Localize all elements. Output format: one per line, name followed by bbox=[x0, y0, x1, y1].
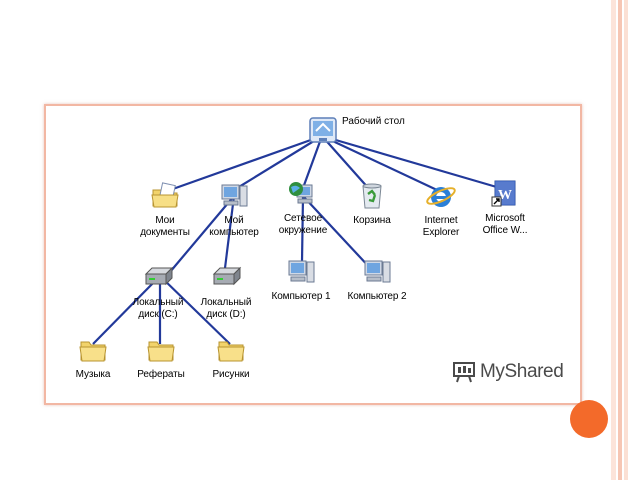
word-shortcut-icon: W bbox=[491, 180, 516, 207]
myshared-watermark: MyShared bbox=[452, 360, 564, 384]
network-icon bbox=[289, 182, 313, 204]
folder-icon bbox=[147, 341, 175, 362]
edge-diskc-music bbox=[92, 275, 161, 345]
edge-mycomputer-diskc bbox=[169, 195, 235, 273]
computer-icon bbox=[221, 184, 248, 207]
node-label: Internet Explorer bbox=[422, 215, 460, 238]
folder-icon bbox=[79, 341, 107, 362]
edge-root-network bbox=[301, 135, 324, 189]
folder-documents-icon bbox=[151, 182, 179, 208]
node-disk-c[interactable]: Локальный диск (C:) bbox=[118, 262, 198, 321]
computer-icon bbox=[364, 260, 391, 283]
node-label: Локальный диск (C:) bbox=[132, 297, 184, 320]
desktop-label: Рабочий стол bbox=[342, 116, 405, 127]
computer-icon bbox=[288, 260, 315, 283]
node-label: Рефераты bbox=[137, 369, 185, 380]
folder-icon bbox=[217, 341, 245, 362]
node-label: Microsoft Office W... bbox=[482, 213, 528, 236]
internet-explorer-icon bbox=[426, 187, 456, 207]
watermark-text: MyShared bbox=[480, 361, 564, 382]
node-label: Компьютер 2 bbox=[347, 291, 407, 302]
slide-accent-dot bbox=[570, 400, 608, 438]
node-label: Компьютер 1 bbox=[271, 291, 331, 302]
node-my-computer[interactable]: Мой компьютер bbox=[194, 180, 274, 239]
hard-disk-icon bbox=[212, 266, 242, 286]
node-label: Локальный диск (D:) bbox=[200, 297, 252, 320]
node-essays[interactable]: Рефераты bbox=[121, 334, 201, 381]
node-label: Музыка bbox=[75, 369, 111, 380]
desktop-icon bbox=[309, 117, 337, 143]
edge-diskc-pictures bbox=[159, 275, 231, 345]
edge-root-mydocs bbox=[169, 134, 323, 192]
edge-network-pc2 bbox=[302, 195, 373, 271]
node-desktop[interactable] bbox=[308, 116, 338, 146]
node-label: Корзина bbox=[353, 215, 391, 226]
node-label: Мои документы bbox=[140, 215, 190, 238]
edge-mycomputer-diskd bbox=[223, 195, 236, 269]
diagram-frame bbox=[44, 104, 582, 405]
edge-network-pc1 bbox=[300, 195, 305, 263]
node-pictures[interactable]: Рисунки bbox=[191, 334, 271, 381]
node-label: Рисунки bbox=[212, 369, 250, 380]
slide-stripe-mid bbox=[618, 0, 622, 480]
node-computer-1[interactable]: Компьютер 1 bbox=[261, 256, 341, 303]
hard-disk-icon bbox=[144, 266, 174, 286]
edge-root-mycomputer bbox=[233, 135, 323, 191]
node-internet-explorer[interactable]: Internet Explorer bbox=[401, 180, 481, 239]
slide-stripe-light bbox=[611, 0, 616, 480]
node-disk-d[interactable]: Локальный диск (D:) bbox=[186, 262, 266, 321]
edge-root-word bbox=[321, 134, 501, 190]
node-word-shortcut[interactable]: W Microsoft Office W... bbox=[465, 178, 545, 237]
node-label: Сетевое окружение bbox=[278, 213, 328, 236]
slide-stripe-light-2 bbox=[624, 0, 628, 480]
myshared-logo-icon bbox=[453, 362, 475, 383]
node-my-documents[interactable]: Мои документы bbox=[125, 180, 205, 239]
node-recycle-bin[interactable]: Корзина bbox=[332, 180, 412, 227]
node-computer-2[interactable]: Компьютер 2 bbox=[337, 256, 417, 303]
recycle-bin-icon bbox=[362, 183, 382, 209]
node-label: Мой компьютер bbox=[209, 215, 259, 238]
node-music[interactable]: Музыка bbox=[53, 334, 133, 381]
node-network[interactable]: Сетевое окружение bbox=[263, 178, 343, 237]
edge-root-ie bbox=[321, 135, 438, 191]
edge-root-recycle bbox=[321, 135, 371, 191]
